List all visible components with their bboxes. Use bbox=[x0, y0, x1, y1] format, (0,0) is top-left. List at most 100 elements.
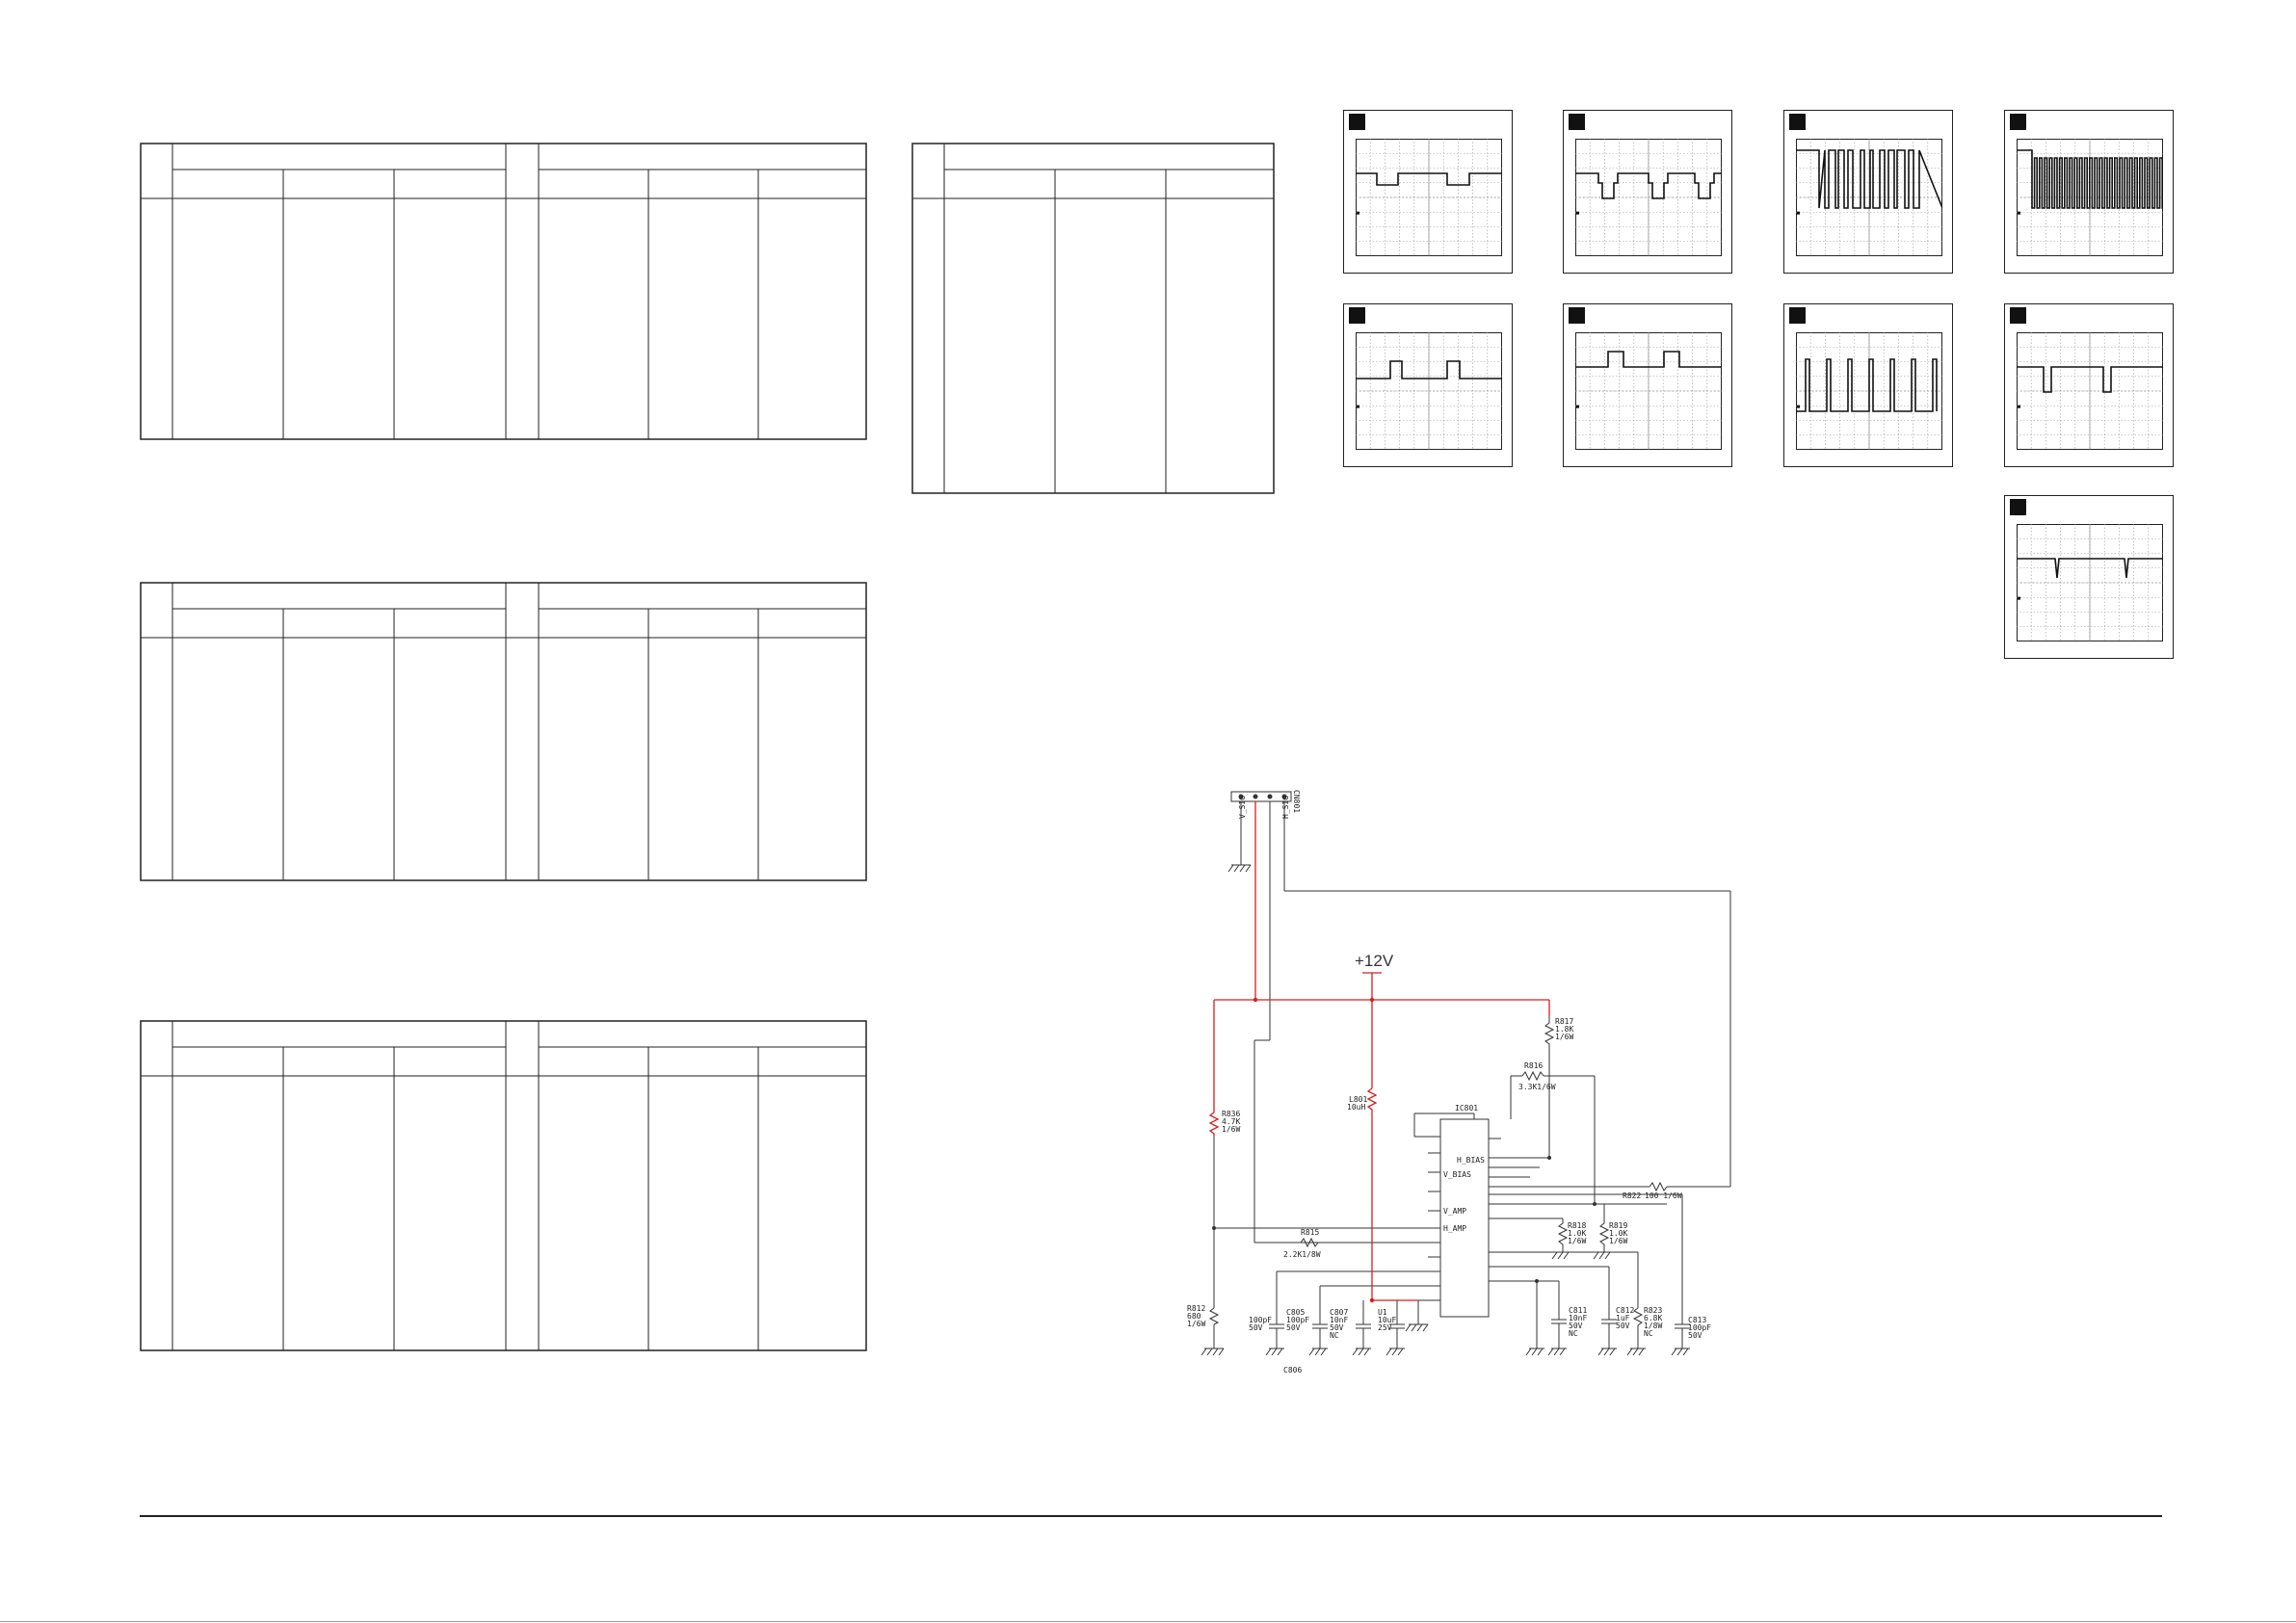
ref-r818: R818 bbox=[1568, 1221, 1586, 1230]
voltage-table-2 bbox=[140, 582, 867, 882]
nc-label-c811: NC bbox=[1569, 1329, 1578, 1338]
waveform-trace-2 bbox=[1575, 139, 1722, 256]
pin-label-h-amp: H_AMP bbox=[1443, 1224, 1466, 1233]
waveform-line bbox=[1575, 172, 1722, 199]
ref-r819: R819 bbox=[1609, 1221, 1627, 1230]
waveform-panel-6 bbox=[1563, 303, 1732, 467]
waveform-trace-6 bbox=[1575, 332, 1722, 450]
ref-r823: R823 bbox=[1644, 1306, 1662, 1315]
value-r823: 6.8K bbox=[1644, 1314, 1662, 1322]
waveform-marker-icon bbox=[2010, 499, 2026, 515]
ref-l801: L801 bbox=[1349, 1095, 1367, 1104]
rating-u1: 25V bbox=[1378, 1323, 1392, 1332]
waveform-panel-5 bbox=[1343, 303, 1513, 467]
waveform-panel-1 bbox=[1343, 110, 1513, 274]
ref-c805: C805 bbox=[1286, 1308, 1305, 1317]
waveform-line bbox=[2017, 366, 2163, 393]
waveform-trace-7 bbox=[1796, 332, 1942, 450]
voltage-table-1-grid bbox=[140, 143, 867, 440]
waveform-marker-icon bbox=[2010, 307, 2026, 324]
ref-r812: R812 bbox=[1187, 1304, 1205, 1313]
supply-label: +12V bbox=[1355, 952, 1394, 970]
voltage-table-4 bbox=[911, 143, 1276, 495]
voltage-table-3 bbox=[140, 1020, 867, 1352]
ic801-label: IC801 bbox=[1455, 1104, 1478, 1113]
ref-r817: R817 bbox=[1555, 1017, 1573, 1026]
ref-c811: C811 bbox=[1569, 1306, 1587, 1315]
ref-r816: R816 bbox=[1524, 1061, 1543, 1070]
waveform-trace-4 bbox=[2017, 139, 2163, 256]
value-r816: 3.3K1/6W bbox=[1518, 1083, 1556, 1091]
waveform-panel-2 bbox=[1563, 110, 1732, 274]
value-r817: 1.8K bbox=[1555, 1025, 1573, 1034]
ic801-body bbox=[1439, 1118, 1490, 1318]
waveform-marker-icon bbox=[1569, 114, 1585, 130]
waveform-line bbox=[1796, 149, 1942, 209]
value-c811: 10nF bbox=[1569, 1314, 1587, 1322]
value-r822: 100 1/6W bbox=[1645, 1191, 1682, 1200]
waveform-marker-icon bbox=[1569, 307, 1585, 324]
value-r812: 680 bbox=[1187, 1312, 1201, 1321]
value-r815: 2.2K1/8W bbox=[1283, 1250, 1321, 1259]
waveform-panel-8 bbox=[2004, 303, 2174, 467]
rating-r819: 1/6W bbox=[1609, 1237, 1627, 1245]
voltage-table-2-grid bbox=[140, 582, 867, 881]
voltage-table-4-grid bbox=[911, 143, 1275, 494]
value-r818: 1.0K bbox=[1568, 1229, 1586, 1238]
waveform-line bbox=[1356, 360, 1502, 380]
waveform-panel-9 bbox=[2004, 495, 2174, 659]
connector-body bbox=[1230, 791, 1292, 802]
waveform-marker-icon bbox=[1789, 307, 1806, 324]
value-r836: 4.7K bbox=[1222, 1117, 1240, 1126]
rating-r817: 1/6W bbox=[1555, 1033, 1573, 1041]
ref-u1: U1 bbox=[1378, 1308, 1387, 1317]
waveform-panel-3 bbox=[1783, 110, 1953, 274]
pin-label-v-bias: V_BIAS bbox=[1443, 1170, 1471, 1179]
waveform-trace-8 bbox=[2017, 332, 2163, 450]
value-c805: 100pF bbox=[1286, 1316, 1309, 1324]
waveform-trace-9 bbox=[2017, 524, 2163, 641]
rating-c811: 50V bbox=[1569, 1322, 1583, 1330]
ref-c807: C807 bbox=[1330, 1308, 1348, 1317]
rating-cap-left: 50V bbox=[1249, 1323, 1263, 1332]
value-l801: 10uH bbox=[1347, 1103, 1365, 1112]
rating-r836: 1/6W bbox=[1222, 1125, 1240, 1134]
waveform-line bbox=[1575, 351, 1722, 368]
connector-label: CN801 bbox=[1292, 790, 1301, 813]
nc-label-c807: NC bbox=[1330, 1331, 1339, 1340]
value-c807: 10nF bbox=[1330, 1316, 1348, 1324]
ref-c812: C812 bbox=[1616, 1306, 1634, 1315]
waveform-trace-3 bbox=[1796, 139, 1942, 256]
waveform-trace-1 bbox=[1356, 139, 1502, 256]
waveform-line bbox=[1356, 172, 1502, 186]
rating-c813: 50V bbox=[1688, 1331, 1702, 1340]
ref-r822: R822 bbox=[1623, 1191, 1641, 1200]
rating-c805: 50V bbox=[1286, 1323, 1301, 1332]
waveform-panel-7 bbox=[1783, 303, 1953, 467]
net-label-v-sig: V_SIG bbox=[1238, 796, 1247, 819]
footer-rule bbox=[140, 1515, 2162, 1517]
rating-c812: 50V bbox=[1616, 1322, 1630, 1330]
waveform-panel-4 bbox=[2004, 110, 2174, 274]
ref-c813: C813 bbox=[1688, 1316, 1706, 1324]
rating-c807: 50V bbox=[1330, 1323, 1344, 1332]
supply-net-highlight bbox=[1208, 801, 1550, 1301]
waveform-marker-icon bbox=[1349, 114, 1365, 130]
waveform-line bbox=[2017, 558, 2163, 579]
waveform-line bbox=[2017, 149, 2163, 209]
pin-label-h-bias: H_BIAS bbox=[1457, 1156, 1485, 1165]
waveform-trace-5 bbox=[1356, 332, 1502, 450]
rating-r823: 1/8W bbox=[1644, 1322, 1662, 1330]
value-u1: 10uF bbox=[1378, 1316, 1396, 1324]
deflection-schematic: +12V IC801 H_BIAS V_BIAS V_AMP H_AMP CN8… bbox=[1187, 790, 1731, 1374]
voltage-table-1 bbox=[140, 143, 867, 441]
value-c812: 1uF bbox=[1616, 1314, 1630, 1322]
waveform-line bbox=[1796, 358, 1938, 412]
pin-label-v-amp: V_AMP bbox=[1443, 1207, 1466, 1216]
ref-c806: C806 bbox=[1283, 1366, 1302, 1374]
ref-r836: R836 bbox=[1222, 1110, 1240, 1118]
rating-r812: 1/6W bbox=[1187, 1320, 1205, 1328]
voltage-table-3-grid bbox=[140, 1020, 867, 1351]
value-cap-left: 100pF bbox=[1249, 1316, 1272, 1324]
value-c813: 100pF bbox=[1688, 1323, 1711, 1332]
